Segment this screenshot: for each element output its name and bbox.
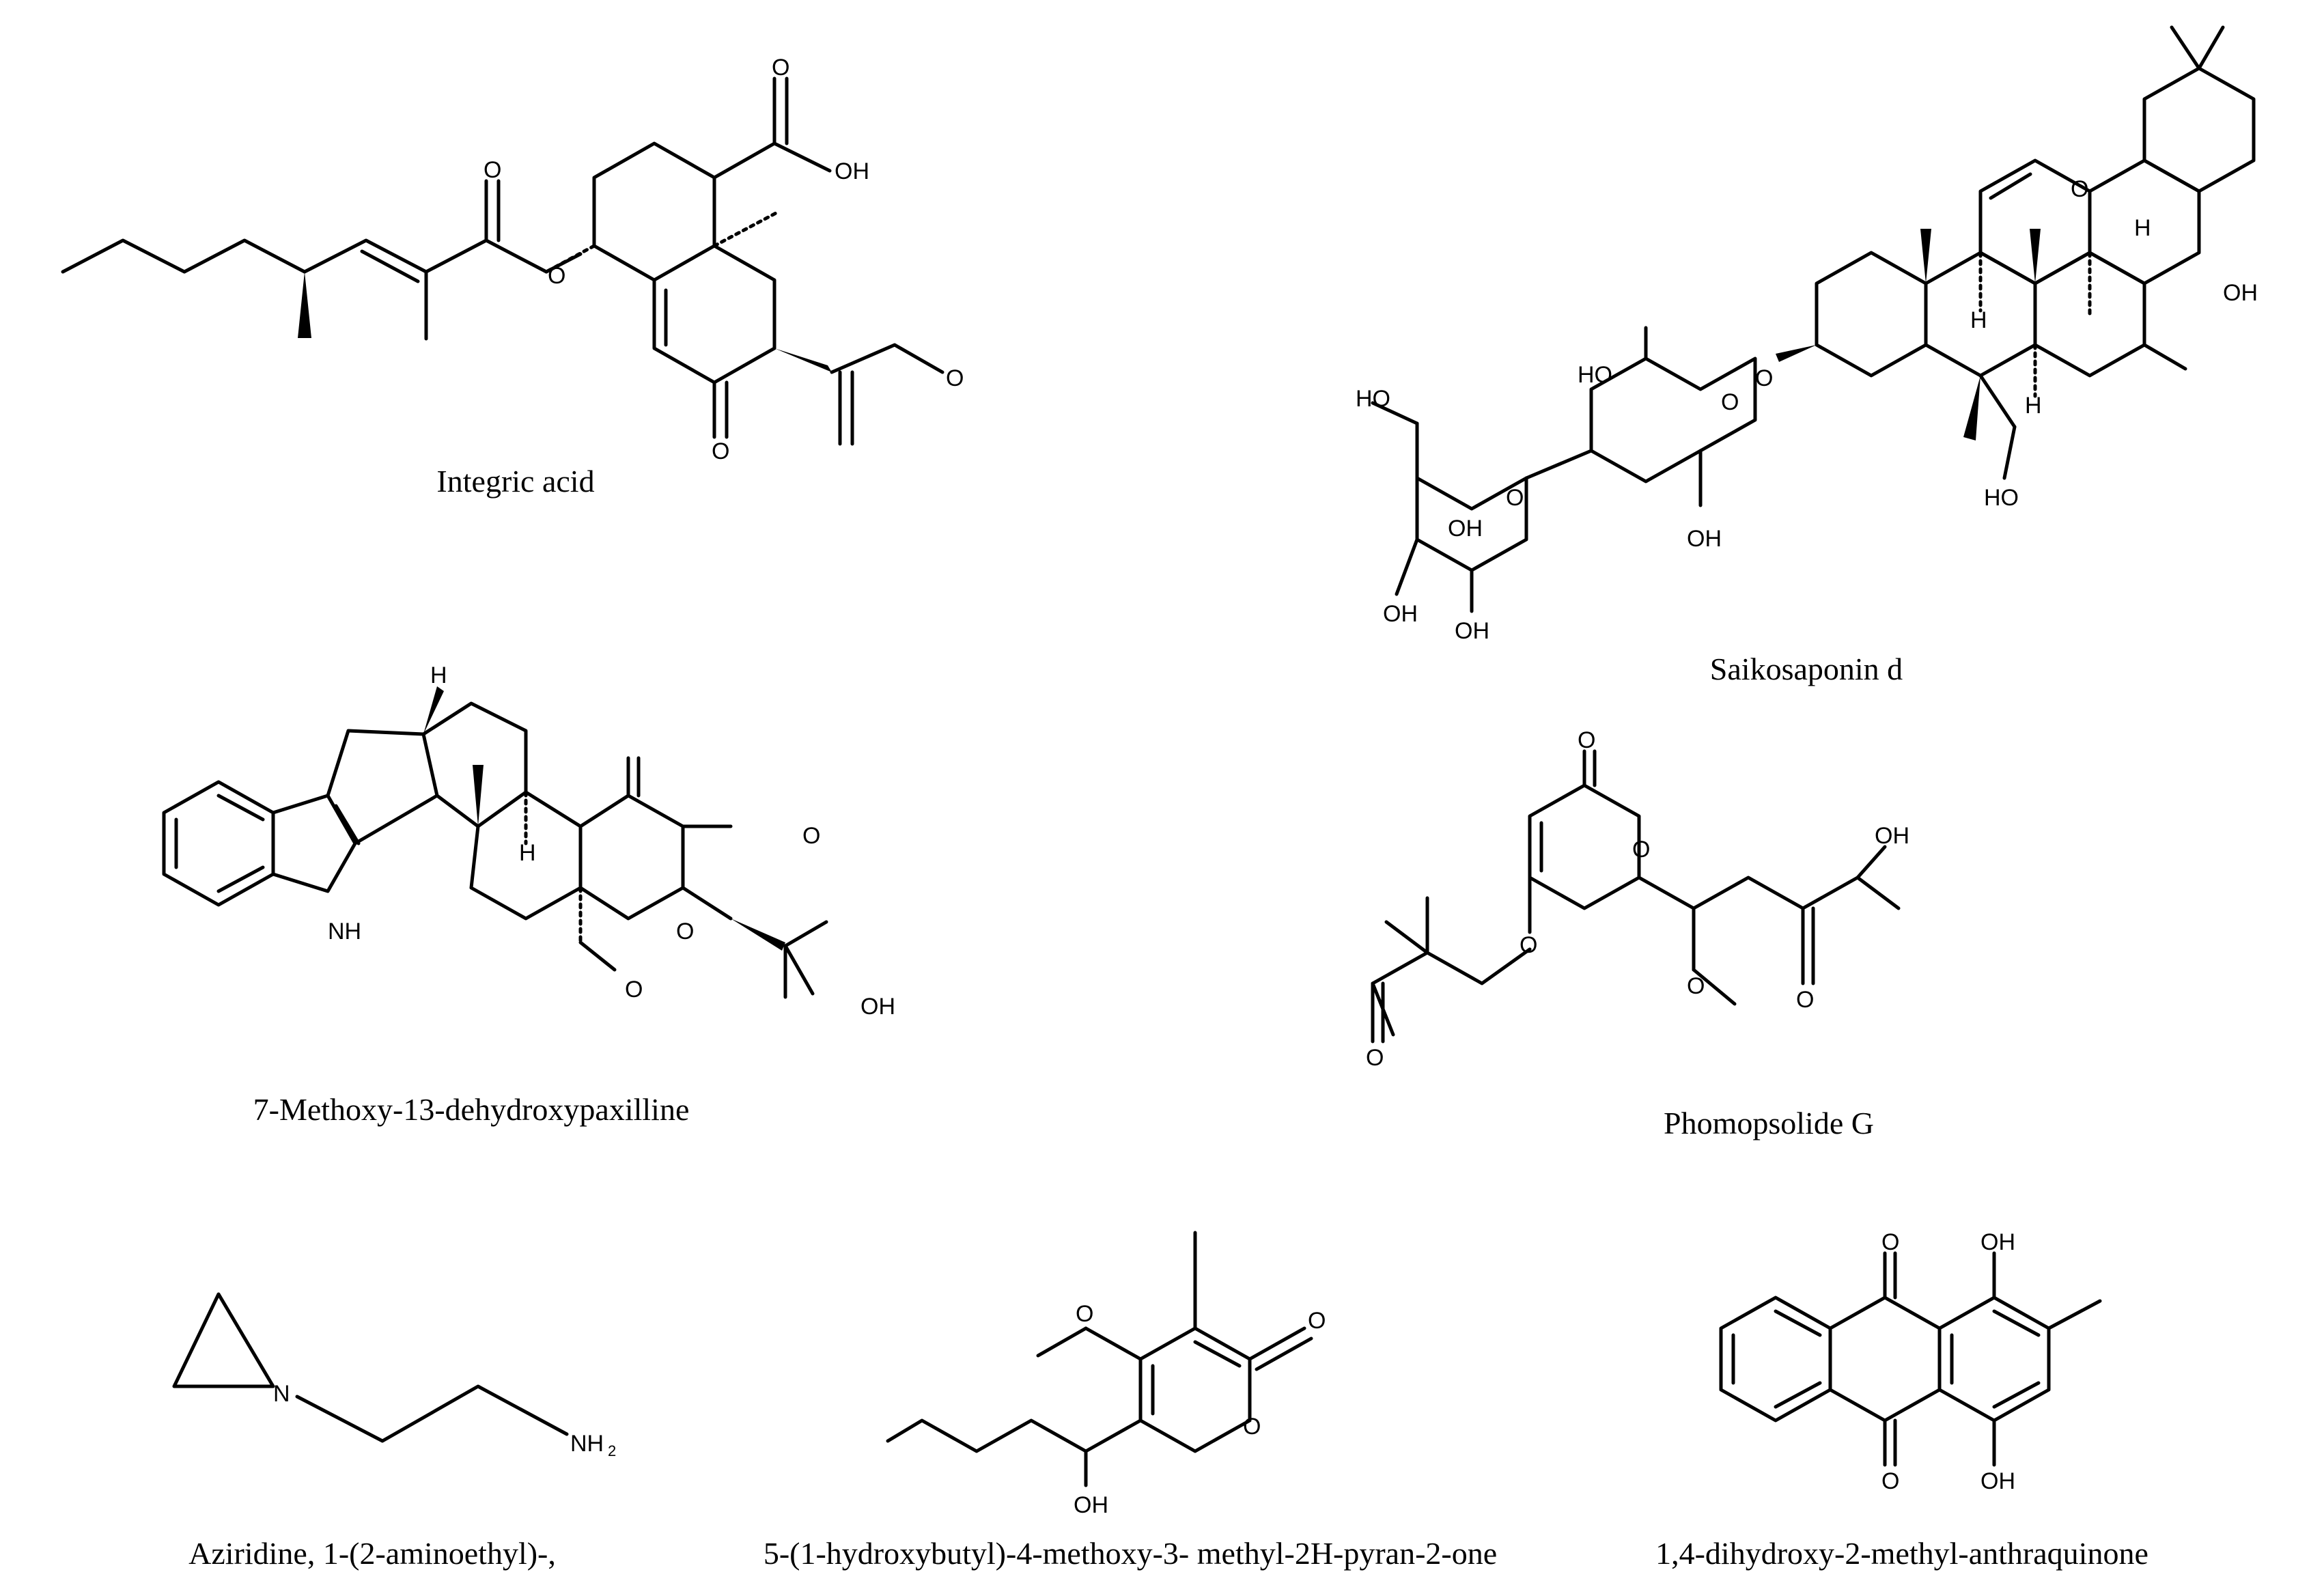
- atom-ho-glucose-ch2: HO: [1356, 386, 1390, 412]
- atom-o-epoxy-bridge: O: [2071, 176, 2088, 202]
- atom-o-quinone-bottom: O: [1881, 1468, 1899, 1494]
- structure-anthraquinone: [1719, 1251, 2102, 1467]
- structure-phomopsolide-g: [1371, 749, 1901, 1044]
- atom-ho-fucose: HO: [1578, 362, 1612, 388]
- labels-anthraquinone: O O OH OH: [1881, 1229, 2015, 1494]
- atom-o-lactone-carbonyl: O: [1578, 727, 1595, 753]
- atom-h-2: H: [2025, 393, 2042, 419]
- atom-o-ester-carbonyl: O: [484, 157, 501, 183]
- atom-oh-c4: OH: [1980, 1468, 2015, 1494]
- atom-o-methoxy: O: [625, 977, 643, 1003]
- atom-h-1: H: [1970, 307, 1987, 333]
- atom-oh: OH: [860, 994, 895, 1020]
- atom-o-methoxy: O: [1076, 1301, 1093, 1327]
- labels-phomopsolide-g: O O OH O O O O: [1366, 727, 1909, 1071]
- labels-aziridine: N NH 2: [273, 1381, 616, 1459]
- atom-ho-c23: HO: [1984, 485, 2019, 511]
- atom-o-ketone: O: [1308, 1308, 1326, 1334]
- structure-integric-acid: [61, 76, 944, 446]
- atom-o-ester-carbonyl: O: [1366, 1045, 1384, 1071]
- compound-name-paxilline: 7-Methoxy-13-dehydroxypaxilline: [253, 1092, 690, 1127]
- atom-oh-acid: OH: [835, 158, 869, 184]
- atom-h-top: H: [430, 662, 447, 688]
- atom-n-aziridine: N: [273, 1381, 290, 1407]
- atom-o-methoxy: O: [1687, 973, 1705, 999]
- atom-o-ketone: O: [712, 438, 729, 464]
- compound-name-pyranone: 5-(1-hydroxybutyl)-4-methoxy-3- methyl-2…: [764, 1536, 1497, 1571]
- compound-name-phomopsolide-g: Phomopsolide G: [1664, 1106, 1874, 1140]
- structure-saikosaponin-d: [1371, 25, 2256, 613]
- atom-o-glycosidic: O: [1755, 365, 1773, 391]
- atom-o-quinone-top: O: [1881, 1229, 1899, 1255]
- atom-o-pyran: O: [676, 919, 694, 944]
- structure-paxilline: [162, 686, 828, 999]
- atom-o-ring: O: [1243, 1414, 1261, 1440]
- labels-saikosaponin-d: OH HO O O HO OH O O HO OH OH OH H H H: [1356, 176, 2258, 644]
- atom-o-carbonyl: O: [772, 55, 789, 81]
- atom-o-ester: O: [1520, 932, 1537, 958]
- atom-oh: OH: [1074, 1492, 1108, 1518]
- structure-aziridine: [172, 1292, 569, 1443]
- labels-paxilline: NH H H O O O OH: [328, 662, 895, 1020]
- atom-o-ketone: O: [802, 823, 820, 849]
- compound-name-aziridine: Aziridine, 1-(2-aminoethyl)-,: [188, 1536, 556, 1571]
- atom-o-ester: O: [548, 263, 565, 289]
- compound-name-anthraquinone: 1,4-dihydroxy-2-methyl-anthraquinone: [1655, 1536, 2148, 1571]
- atom-oh: OH: [1875, 823, 1909, 849]
- compound-name-saikosaponin-d: Saikosaponin d: [1710, 652, 1903, 686]
- atom-h-mid: H: [519, 840, 536, 866]
- labels-pyranone: O O O OH: [1074, 1301, 1326, 1518]
- labels-integric-acid: O OH O O O O: [484, 55, 964, 464]
- atom-o-glucose-ring: O: [1506, 485, 1524, 511]
- atom-o-ketone: O: [1796, 987, 1814, 1013]
- atom-oh-fucose: OH: [1687, 526, 1722, 552]
- atom-h-3: H: [2134, 215, 2151, 241]
- atom-o-lactone-ring: O: [1632, 837, 1650, 863]
- atom-o-fucose-ring: O: [1721, 389, 1739, 415]
- atom-oh-c1: OH: [1980, 1229, 2015, 1255]
- atom-nh2-subscript: 2: [608, 1442, 616, 1459]
- atom-oh-c16: OH: [2223, 280, 2258, 306]
- atom-oh-glucose-1: OH: [1448, 516, 1483, 542]
- compound-name-integric-acid: Integric acid: [436, 464, 594, 499]
- atom-oh-glucose-3: OH: [1455, 618, 1489, 644]
- atom-nh-indole: NH: [328, 919, 361, 944]
- atom-oh-glucose-2: OH: [1383, 601, 1418, 627]
- structure-pyranone: [886, 1231, 1313, 1487]
- atom-o-aldehyde: O: [946, 365, 964, 391]
- atom-nh2: NH: [570, 1431, 604, 1457]
